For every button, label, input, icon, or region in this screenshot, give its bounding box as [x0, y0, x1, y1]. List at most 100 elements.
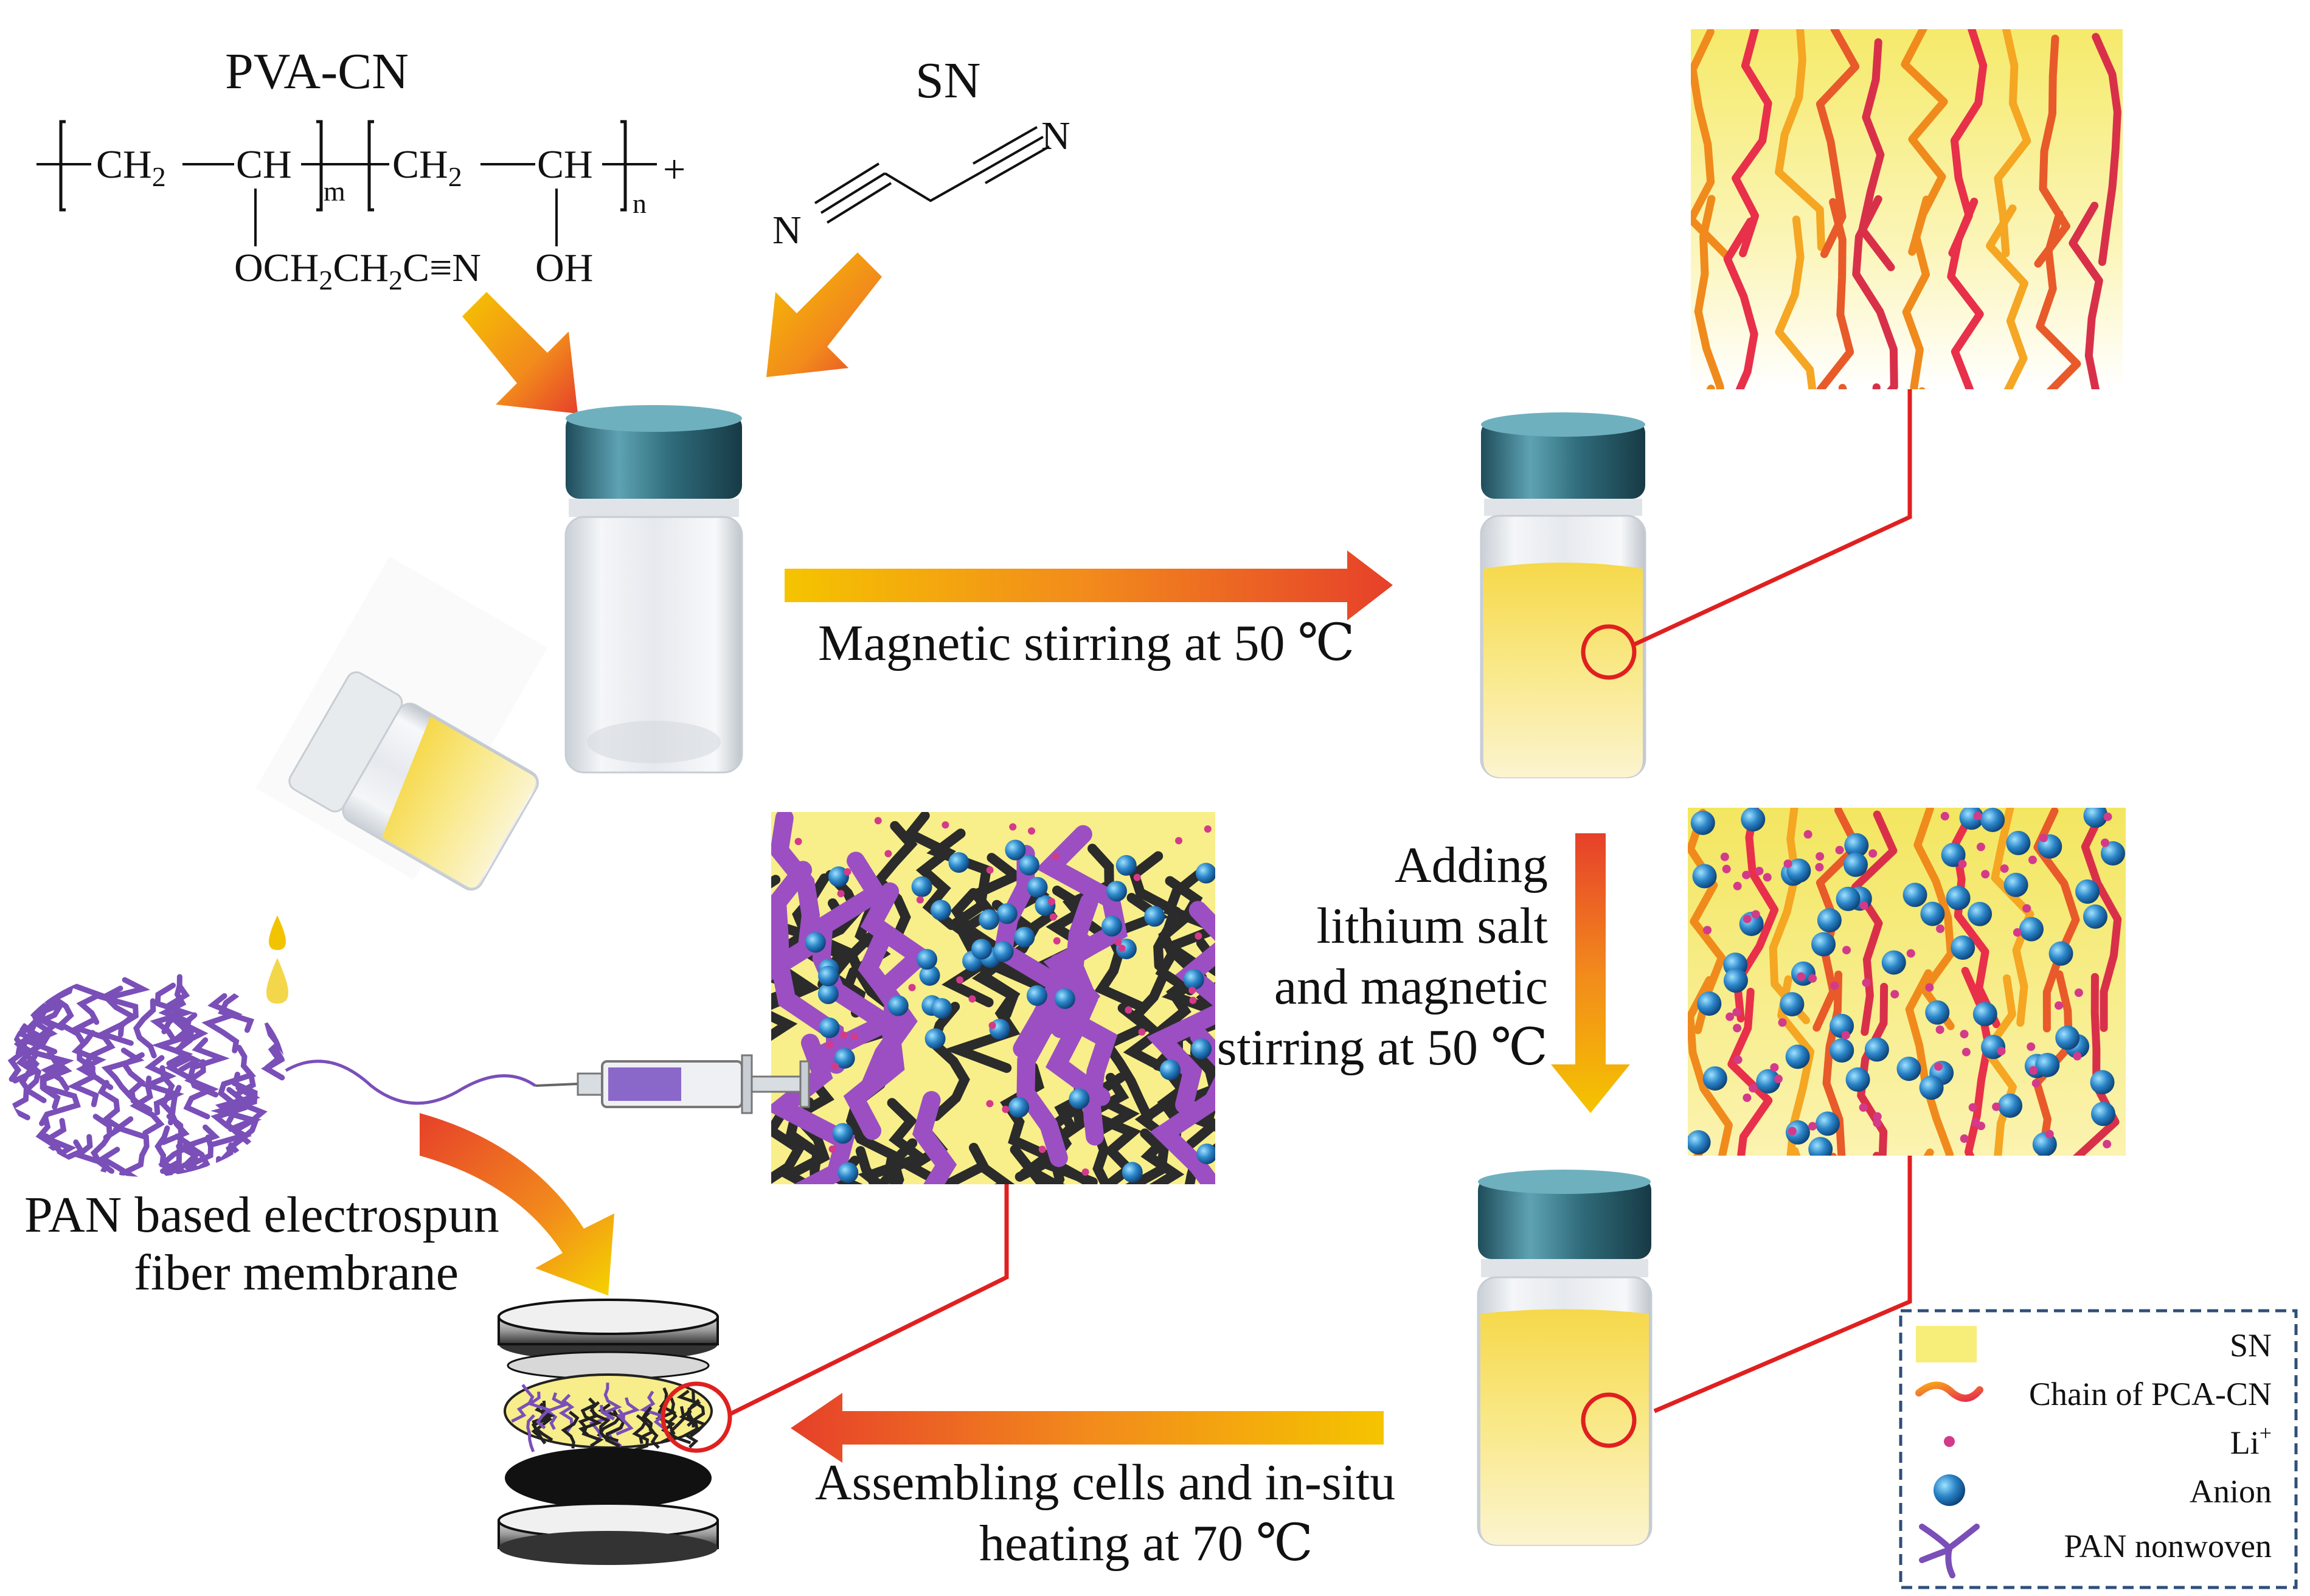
cell-fiber: [628, 1414, 650, 1454]
anion-particle: [1697, 991, 1722, 1016]
lithium-ion-dot: [1755, 867, 1764, 876]
anion-particle: [1756, 1069, 1781, 1094]
lithium-ion-dot: [2027, 1042, 2036, 1051]
triple-bond-line: [985, 145, 1050, 184]
cell-fiber: [590, 1401, 611, 1440]
anion-particle: [819, 1017, 840, 1038]
cell-fiber: [670, 1406, 692, 1445]
anion-particle: [2006, 830, 2031, 855]
zoom-circle-3: [661, 1381, 732, 1453]
polymer-chain: [1791, 1147, 1801, 1156]
anion-particle: [2055, 1025, 2080, 1050]
anion-particle: [1845, 1067, 1870, 1092]
ch2-group-2: CH2: [392, 142, 462, 192]
input-arrow-right-icon: [766, 252, 882, 377]
cell-fiber: [616, 1397, 640, 1436]
sn-backbone: [884, 172, 980, 203]
lithium-ion-dot: [1830, 981, 1839, 990]
anion-particle: [1115, 855, 1137, 876]
anion-particle: [1069, 1088, 1090, 1109]
anion-particle: [1968, 901, 1993, 926]
anion-particle: [887, 995, 909, 1016]
cyanoethyl-side-chain: OCH2CH2C≡N: [234, 246, 481, 296]
lithium-ion-dot: [2103, 812, 2112, 821]
pan-fiber: [855, 1146, 881, 1184]
anion-particle: [1692, 864, 1717, 889]
lithium-ion-dot: [884, 850, 892, 858]
anion-particle: [1191, 1038, 1212, 1060]
drop-icon: [269, 915, 286, 950]
anion-particle: [948, 852, 969, 873]
polymer-chain: [1913, 808, 1955, 1030]
lithium-ion-dot: [1841, 1030, 1850, 1039]
lithium-ion-dot: [2022, 904, 2031, 913]
lithium-ion-dot: [1125, 1006, 1132, 1014]
pva-cn-title: PVA-CN: [225, 43, 409, 100]
lithium-ion-dot: [1133, 873, 1141, 881]
pan-fiber: [70, 1016, 116, 1077]
lithium-ion-dot: [794, 838, 802, 845]
anion-particle: [1785, 1120, 1810, 1145]
lithium-ion-dot: [831, 1063, 839, 1070]
lithium-ion-dot: [1732, 1008, 1741, 1017]
anion-particle: [1690, 810, 1715, 835]
lithium-ion-dot: [1992, 1102, 2001, 1111]
membrane-label-line2: fiber membrane: [134, 1244, 459, 1301]
pan-fiber: [903, 812, 957, 930]
pan-nonwoven-icon: [1919, 1524, 1980, 1578]
lithium-ion-dot: [1081, 1168, 1089, 1176]
anion-particle: [1864, 1037, 1889, 1062]
pan-fiber: [201, 993, 243, 1053]
lithium-ion-dot: [1204, 825, 1212, 833]
lithium-ion-dot: [1048, 898, 1056, 906]
step1-label: Magnetic stirring at 50 ℃: [818, 615, 1354, 671]
hydroxyl-group: OH: [535, 246, 593, 290]
anion-icon: [1934, 1474, 1965, 1506]
anion-particle: [1054, 988, 1075, 1009]
legend-label-pan: PAN nonwoven: [2064, 1528, 2272, 1564]
anion-particle: [996, 903, 1018, 925]
anion-particle: [924, 1028, 946, 1049]
lithium-ion-dot: [1770, 1063, 1779, 1072]
anion-particle: [930, 900, 951, 921]
pan-fiber: [150, 982, 195, 1043]
step2-line: lithium salt: [1317, 898, 1548, 954]
anion-particle: [1925, 1000, 1950, 1025]
lithium-ion-dot: [1743, 1093, 1752, 1102]
cell-fiber: [578, 1408, 604, 1448]
lithium-ion-dot: [1797, 972, 1806, 981]
step3-line: Assembling cells and in-situ: [815, 1454, 1395, 1511]
polymer-chains-group: [1691, 29, 2121, 389]
lithium-ion-dot: [1749, 1084, 1758, 1093]
lithium-ion-dot: [2073, 1052, 2082, 1061]
lithium-ion-dot: [1816, 852, 1825, 861]
legend-label-sn: SN: [2230, 1327, 2272, 1364]
pan-fiber: [112, 1116, 150, 1177]
pan-fiber: [140, 1055, 184, 1115]
lithium-ion-dot: [2029, 1066, 2038, 1075]
lithium-ion-dot: [844, 868, 852, 876]
anion-particle: [2083, 904, 2107, 929]
lithium-ion-dot: [1053, 937, 1061, 945]
polymer-chain: [2033, 808, 2080, 1033]
pan-fiber: [875, 1154, 897, 1184]
legend-label-li: Li+: [2230, 1421, 2272, 1461]
anion-particle: [1817, 908, 1842, 933]
vial-sn-solution: [1480, 412, 1646, 779]
anion-particle: [1843, 852, 1868, 877]
lithium-ion-dot: [1997, 1047, 2006, 1056]
anion-particle: [1972, 1002, 1997, 1027]
anion-particle: [1808, 1137, 1833, 1156]
step3-line: heating at 70 ℃: [979, 1515, 1313, 1572]
triple-bond-line: [973, 126, 1038, 165]
lithium-ion-dot: [2039, 833, 2048, 842]
bracket-right-1: [316, 120, 323, 212]
lithium-ion-dot: [1138, 1028, 1146, 1036]
polymer-chain: [1775, 215, 1817, 389]
anion-particle: [911, 876, 932, 897]
bracket-left-2: [367, 120, 374, 212]
syringe-icon: [535, 1054, 810, 1114]
polymer-chain-thick: [810, 852, 904, 1065]
anion-particle: [1159, 1059, 1181, 1080]
pan-fiber: [771, 928, 820, 1010]
